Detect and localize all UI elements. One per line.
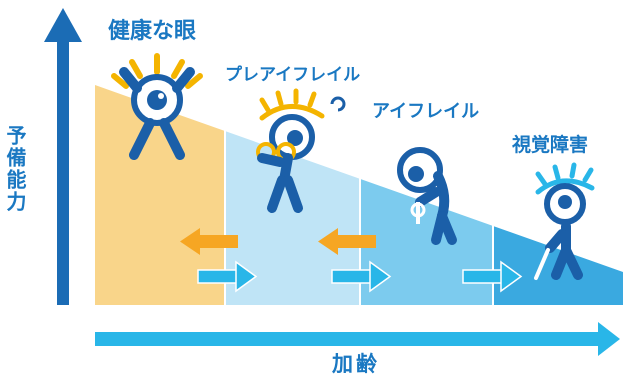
stage-label-visual-impairment: 視覚障害 xyxy=(512,134,589,156)
eye-frailty-figure xyxy=(385,129,457,245)
stage-label-healthy: 健康な眼 xyxy=(108,19,197,44)
progression-arrow xyxy=(197,260,258,293)
recovery-arrow xyxy=(180,228,238,255)
x-axis-arrow xyxy=(95,322,620,356)
stage-label-eye-frailty: アイフレイル xyxy=(372,101,480,122)
y-axis-label: 予備能力 xyxy=(3,125,27,213)
progression-arrow xyxy=(331,260,392,293)
x-axis-label: 加齢 xyxy=(332,352,380,376)
y-axis-arrow xyxy=(44,8,82,305)
visual-impairment-figure xyxy=(534,162,595,280)
healthy-eye-figure xyxy=(111,53,203,160)
pre-eye-frailty-figure xyxy=(256,88,346,213)
progression-arrow xyxy=(462,260,523,293)
recovery-arrow xyxy=(318,228,376,255)
stage-label-pre-eye-frailty: プレアイフレイル xyxy=(225,65,361,85)
